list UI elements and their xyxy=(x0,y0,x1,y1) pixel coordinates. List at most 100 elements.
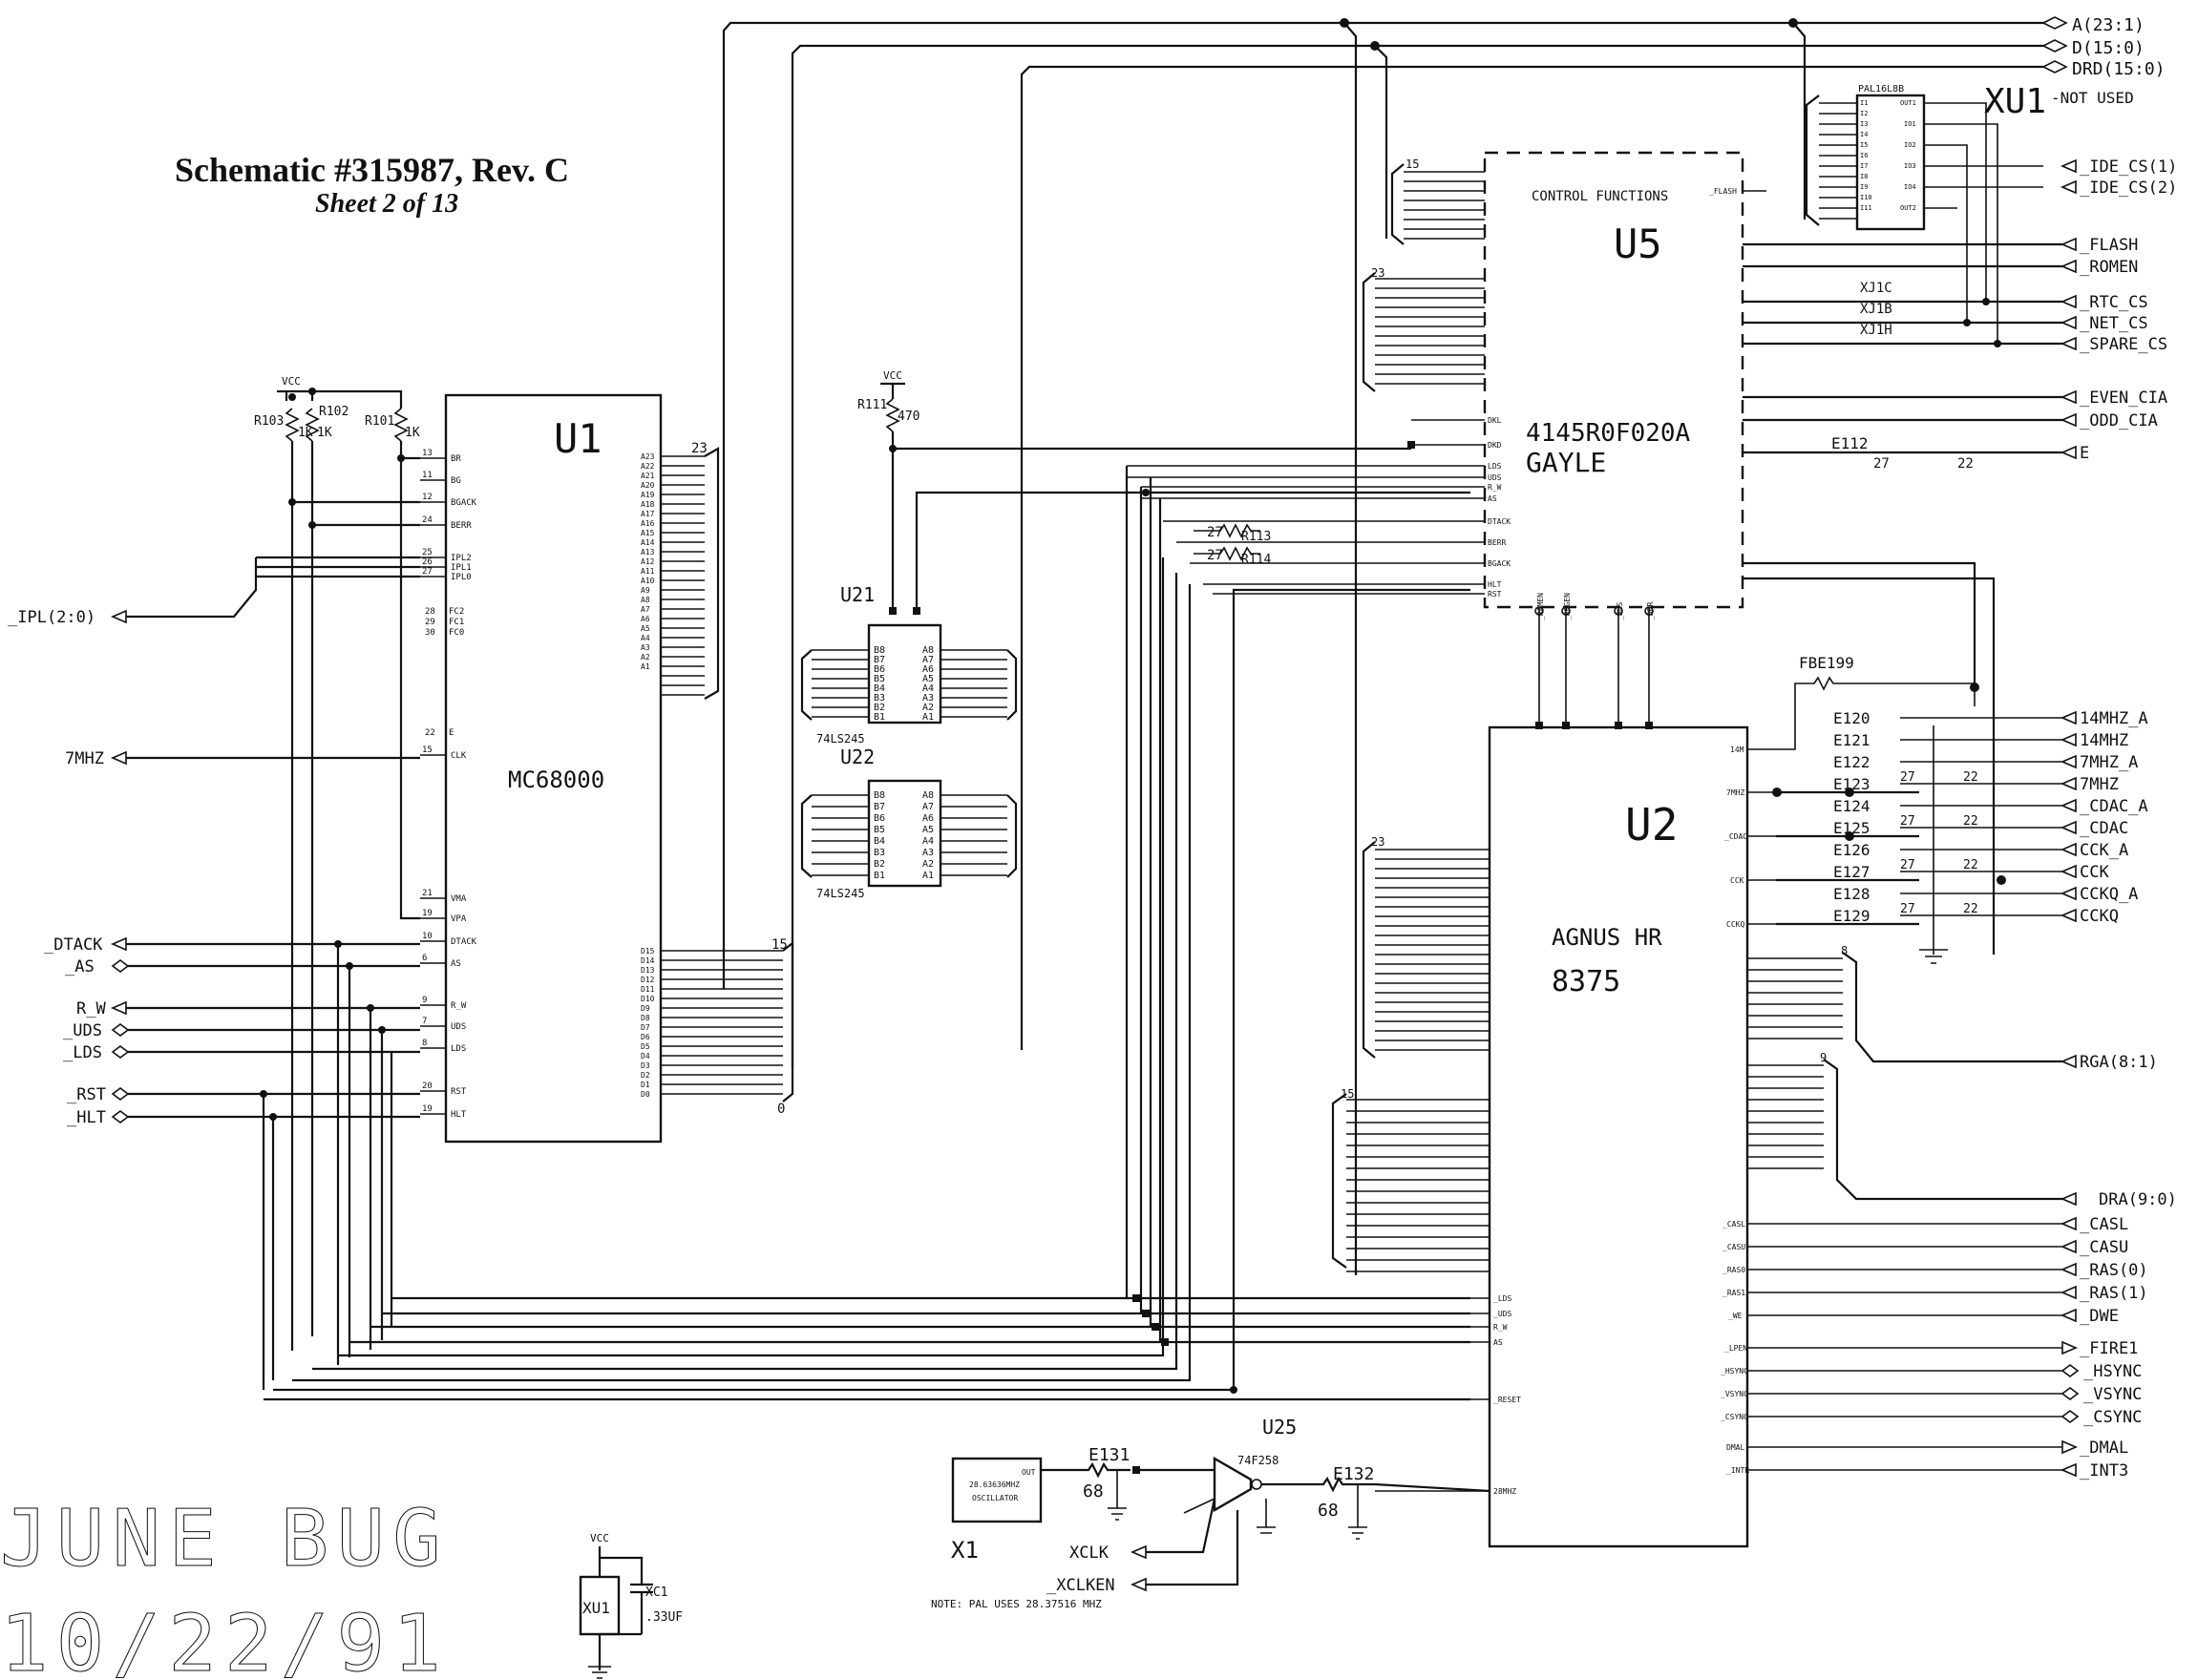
svg-text:_RAS(0): _RAS(0) xyxy=(2080,1261,2148,1280)
svg-text:B6: B6 xyxy=(874,664,885,675)
xu1-value: PAL16L8B xyxy=(1858,84,1904,94)
u2-value2: 8375 xyxy=(1552,965,1620,998)
svg-text:OUT2: OUT2 xyxy=(1900,204,1916,212)
dtack-label: _DTACK xyxy=(44,935,103,955)
svg-text:_LPEN: _LPEN xyxy=(1724,1344,1747,1353)
svg-text:D7: D7 xyxy=(641,1023,650,1032)
svg-text:A13: A13 xyxy=(641,548,655,556)
u2-agnus: U2 AGNUS HR 8375 23 15 _LDS _UDS R_W AS … xyxy=(1125,466,2062,1548)
svg-text:AS: AS xyxy=(1488,494,1497,503)
u1-data-pins: D15 D14 D13 D12 D11 D10 D9 D8 D7 D6 D5 D… xyxy=(641,937,794,1117)
svg-text:DTACK: DTACK xyxy=(451,937,477,947)
svg-text:XJ1C: XJ1C xyxy=(1860,281,1892,296)
svg-text:B5: B5 xyxy=(874,674,885,684)
svg-text:_UDS: _UDS xyxy=(1493,1310,1511,1318)
fbe199-ref: FBE199 xyxy=(1799,654,1854,672)
svg-text:IPL0: IPL0 xyxy=(451,573,472,582)
svg-text:_EVEN_CIA: _EVEN_CIA xyxy=(2080,388,2167,408)
svg-text:IO3: IO3 xyxy=(1904,162,1916,170)
svg-text:A20: A20 xyxy=(641,481,655,490)
date-stamp: JUNE BUG 10/22/91 xyxy=(0,1494,441,1680)
svg-text:A3: A3 xyxy=(641,643,650,652)
u5-value: 4145R0F020A xyxy=(1526,419,1691,448)
svg-text:_LDS: _LDS xyxy=(1493,1294,1511,1303)
svg-text:_CSYNC: _CSYNC xyxy=(2083,1408,2142,1427)
svg-text:D3: D3 xyxy=(641,1061,650,1070)
svg-text:I10: I10 xyxy=(1860,194,1872,201)
svg-text:D2: D2 xyxy=(641,1071,650,1080)
svg-text:R_W: R_W xyxy=(1488,483,1502,492)
pal-note: NOTE: PAL USES 28.37516 MHZ xyxy=(931,1598,1102,1610)
svg-text:_HSYNC: _HSYNC xyxy=(2083,1362,2142,1381)
svg-text:B2: B2 xyxy=(874,859,885,870)
svg-text:BG: BG xyxy=(451,476,461,486)
r102-value: 1K xyxy=(317,426,332,440)
svg-text:A9: A9 xyxy=(641,586,650,595)
svg-text:B8: B8 xyxy=(874,645,885,656)
svg-text:13: 13 xyxy=(422,449,433,458)
svg-text:E126: E126 xyxy=(1833,841,1870,859)
svg-text:CCKQ: CCKQ xyxy=(1726,920,1744,929)
svg-text:_SPARE_CS: _SPARE_CS xyxy=(2080,335,2167,354)
clock-jumpers: FBE199 E120 E121 E122 E123 E124 E125 E12… xyxy=(1772,654,2062,964)
svg-text:FC1: FC1 xyxy=(449,618,464,627)
ipl-label: _IPL(2:0) xyxy=(8,608,95,627)
svg-text:A22: A22 xyxy=(641,462,655,471)
svg-text:HLT: HLT xyxy=(1488,580,1502,589)
svg-text:A23: A23 xyxy=(641,452,655,461)
svg-text:LDS: LDS xyxy=(1488,462,1502,471)
svg-text:15: 15 xyxy=(1341,1087,1354,1101)
svg-text:E122: E122 xyxy=(1833,753,1870,771)
svg-text:A1: A1 xyxy=(922,871,934,881)
svg-text:20: 20 xyxy=(422,1082,433,1091)
svg-text:A4: A4 xyxy=(922,683,934,694)
svg-text:DTACK: DTACK xyxy=(1488,517,1511,526)
bus-address: A(23:1) xyxy=(2072,15,2145,35)
svg-text:AS: AS xyxy=(451,959,461,969)
svg-text:DKD: DKD xyxy=(1488,441,1502,450)
svg-text:B7: B7 xyxy=(874,802,885,812)
svg-text:DRA(9:0): DRA(9:0) xyxy=(2099,1190,2177,1209)
svg-text:7MHZ: 7MHZ xyxy=(1726,788,1744,797)
svg-text:A7: A7 xyxy=(922,802,934,812)
svg-text:B1: B1 xyxy=(874,712,885,723)
svg-text:B7: B7 xyxy=(874,655,885,665)
svg-text:IO1: IO1 xyxy=(1904,120,1916,128)
r113-value: 27 xyxy=(1207,525,1223,540)
u25-ref: U25 xyxy=(1262,1416,1297,1438)
svg-text:23: 23 xyxy=(1371,266,1384,280)
r111-pullup: VCC R111 470 xyxy=(857,369,1470,615)
svg-text:15: 15 xyxy=(1405,158,1419,171)
as-label: _AS xyxy=(65,957,95,976)
svg-text:15: 15 xyxy=(771,937,788,953)
svg-text:19: 19 xyxy=(422,909,433,918)
svg-text:8: 8 xyxy=(1841,944,1848,957)
svg-text:27: 27 xyxy=(422,567,433,577)
u2-ref: U2 xyxy=(1625,799,1678,850)
xclk-label: XCLK xyxy=(1069,1544,1110,1563)
left-signals: _IPL(2:0) 7MHZ _DTACK _AS R_W _UDS _LDS … xyxy=(8,556,420,1390)
u1-value: MC68000 xyxy=(508,766,604,793)
u5-outputs: _IDE_CS(1) _IDE_CS(2) _FLASH _ROMEN _RTC… xyxy=(1743,158,2177,955)
svg-text:I8: I8 xyxy=(1860,173,1868,180)
svg-text:RST: RST xyxy=(1488,590,1502,598)
svg-text:A4: A4 xyxy=(922,836,934,847)
svg-text:I4: I4 xyxy=(1860,131,1868,138)
svg-text:I9: I9 xyxy=(1860,183,1868,191)
u5-name: GAYLE xyxy=(1526,447,1606,478)
svg-text:A1: A1 xyxy=(922,712,934,723)
r111-ref: R111 xyxy=(857,398,887,412)
svg-text:IPL1: IPL1 xyxy=(451,563,472,573)
x1-ref: X1 xyxy=(951,1537,979,1564)
svg-text:RGA(8:1): RGA(8:1) xyxy=(2080,1053,2158,1072)
svg-text:A3: A3 xyxy=(922,848,934,858)
clk-7mhz-label: 7MHZ xyxy=(65,749,104,768)
xc1-decoupling: VCC XU1 XC1 .33UF xyxy=(579,1532,683,1679)
svg-text:A4: A4 xyxy=(641,634,650,642)
xu1-pal: PAL16L8B XU1 -NOT USED I1 I2 I3 I4 I5 I6… xyxy=(1805,82,2134,344)
svg-text:E128: E128 xyxy=(1833,885,1870,903)
svg-text:_CDAC: _CDAC xyxy=(2080,819,2128,838)
svg-text:A15: A15 xyxy=(641,529,655,537)
